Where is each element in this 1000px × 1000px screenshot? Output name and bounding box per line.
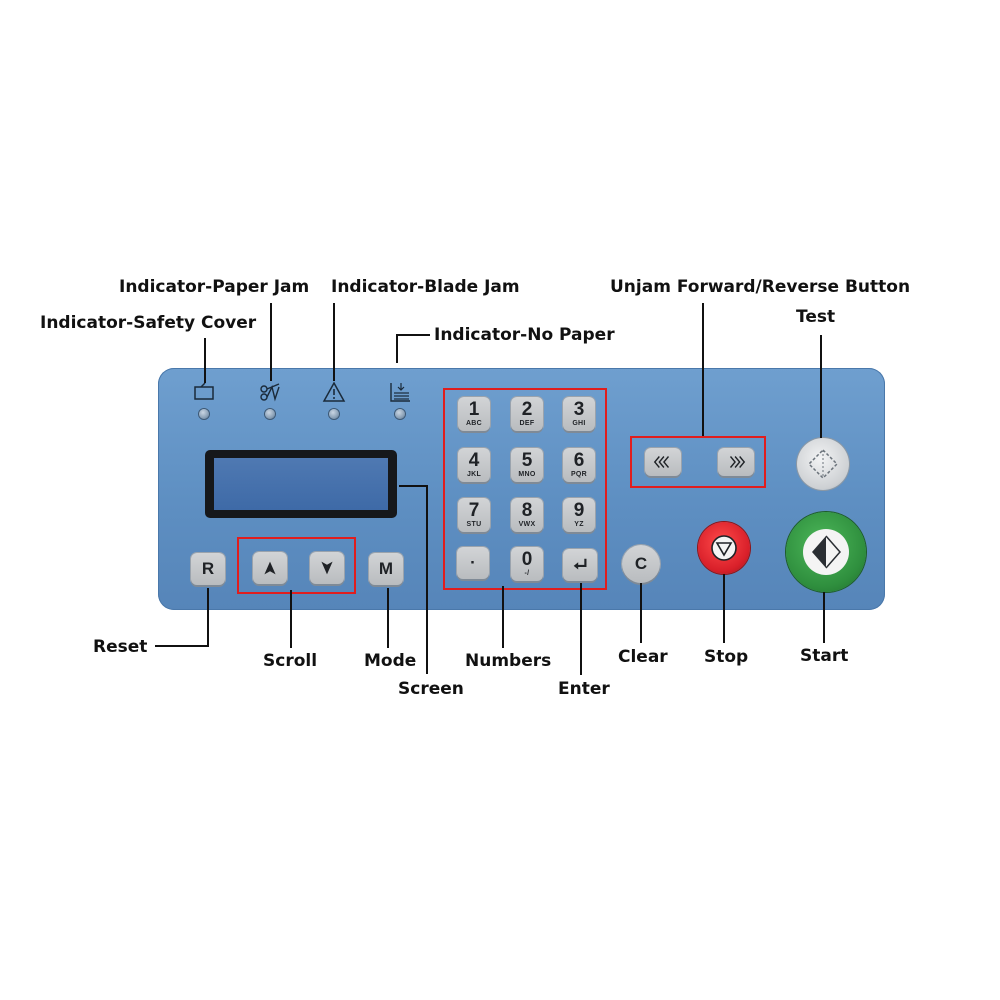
scroll-highlight-box	[237, 537, 356, 594]
no-paper-icon	[390, 383, 410, 402]
numpad-letters: -/	[524, 570, 530, 577]
label-unjam: Unjam Forward/Reverse Button	[610, 277, 911, 297]
numpad-digit: 2	[521, 399, 533, 420]
numpad-letters: PQR	[570, 471, 588, 478]
numbers-highlight-box	[443, 388, 607, 590]
safety-cover-icon	[194, 382, 214, 400]
no-paper-indicator	[380, 381, 420, 421]
no-paper-led	[395, 409, 405, 419]
forward-chevron-icon	[729, 456, 746, 468]
paper-jam-icon	[260, 383, 280, 402]
test-button[interactable]	[797, 438, 849, 490]
numpad-digit: 6	[573, 450, 585, 471]
label-test: Test	[796, 307, 836, 327]
label-numbers: Numbers	[465, 651, 552, 671]
label-paper-jam: Indicator-Paper Jam	[119, 277, 310, 297]
lcd-glass	[214, 458, 388, 510]
blade-jam-indicator	[314, 381, 354, 421]
label-mode: Mode	[364, 651, 417, 671]
stop-icon	[711, 535, 737, 561]
numpad-digit: 1	[468, 399, 480, 420]
numpad-digit: 5	[521, 450, 533, 471]
unjam-highlight-box	[630, 436, 766, 488]
numpad-digit: 7	[468, 500, 480, 521]
enter-icon	[573, 558, 587, 570]
safety-cover-led	[199, 409, 209, 419]
paper-jam-led	[265, 409, 275, 419]
safety-cover-indicator	[184, 381, 224, 421]
enter-button[interactable]	[563, 549, 597, 581]
clear-button[interactable]: C	[622, 545, 660, 583]
label-scroll: Scroll	[263, 651, 318, 671]
down-arrow-icon	[321, 561, 333, 575]
numpad-letters: MNO	[518, 471, 536, 478]
numpad-letters: JKL	[466, 471, 482, 478]
numpad-digit: 0	[521, 549, 533, 570]
scroll-down-button[interactable]	[310, 552, 344, 584]
label-reset: Reset	[93, 637, 148, 657]
numpad-letters: STU	[466, 521, 482, 528]
start-icon	[803, 529, 849, 575]
label-clear: Clear	[618, 647, 668, 667]
label-safety-cover: Indicator-Safety Cover	[40, 313, 257, 333]
numpad-digit: 8	[521, 500, 533, 521]
numpad-digit: 3	[573, 399, 585, 420]
up-arrow-icon	[264, 561, 276, 575]
numpad-key-0[interactable]: 0-/	[511, 547, 543, 581]
mode-button[interactable]: M	[369, 553, 403, 585]
start-button[interactable]	[786, 512, 866, 592]
test-diamond-icon	[807, 448, 839, 480]
unjam-reverse-button[interactable]	[645, 448, 681, 476]
numpad-digit: 9	[573, 500, 585, 521]
reset-button[interactable]: R	[191, 553, 225, 585]
label-blade-jam: Indicator-Blade Jam	[331, 277, 520, 297]
numpad-letters: DEF	[519, 420, 535, 427]
blade-jam-icon	[322, 381, 346, 402]
label-no-paper: Indicator-No Paper	[434, 325, 615, 345]
numpad-letters: VWX	[518, 521, 536, 528]
dot-button[interactable]: ·	[457, 547, 489, 579]
numpad-digit: 4	[468, 450, 480, 471]
label-screen: Screen	[398, 679, 464, 699]
reverse-chevron-icon	[653, 456, 670, 468]
unjam-forward-button[interactable]	[718, 448, 754, 476]
blade-jam-led	[329, 409, 339, 419]
numpad-letters: YZ	[574, 521, 584, 528]
paper-jam-indicator	[250, 381, 290, 421]
no-paper-leader	[396, 334, 430, 363]
numpad-letters: GHI	[572, 420, 586, 427]
numpad-letters: ABC	[465, 420, 483, 427]
label-stop: Stop	[704, 647, 749, 667]
label-enter: Enter	[558, 679, 610, 699]
lcd-screen	[205, 450, 397, 518]
label-start: Start	[800, 646, 849, 666]
scroll-up-button[interactable]	[253, 552, 287, 584]
stop-button[interactable]	[698, 522, 750, 574]
